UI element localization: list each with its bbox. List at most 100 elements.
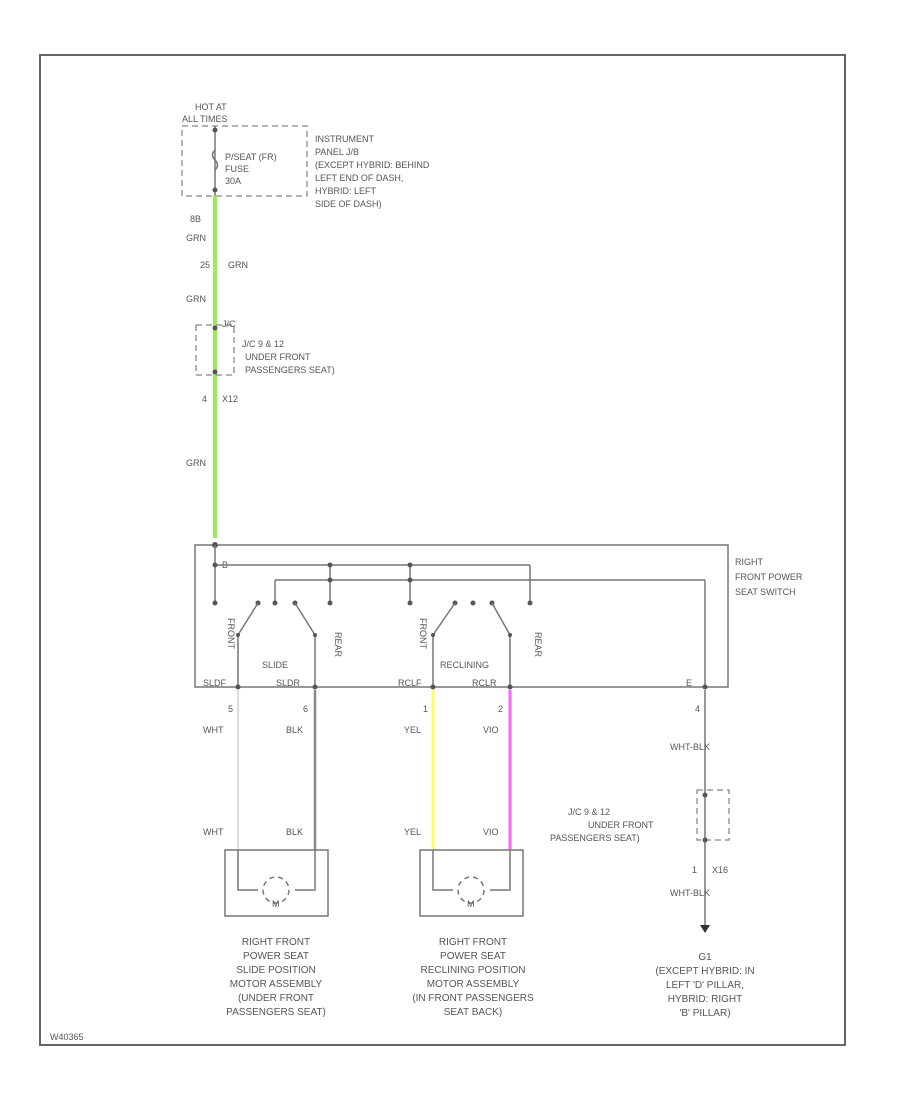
jc-upper-text-1: J/C 9 & 12 — [242, 339, 284, 349]
recline-motor-box — [419, 849, 524, 917]
ground-caption-4: HYBRID: RIGHT — [668, 994, 742, 1005]
bus-node-1 — [212, 562, 218, 568]
slide-arm-pivot-left — [236, 633, 240, 637]
fuse-box-outline — [181, 125, 308, 197]
wire-color-bottom-1: WHT — [203, 827, 224, 837]
terminal-rclf: RCLF — [398, 678, 422, 688]
jc-lower-text-2: UNDER FRONT — [588, 820, 654, 830]
switch-title-3: SEAT SWITCH — [735, 587, 796, 597]
wire-pin-4: 2 — [498, 704, 503, 714]
jc-upper-pin: J/C — [222, 319, 236, 329]
ground-caption-3: LEFT 'D' PILLAR, — [666, 980, 744, 991]
fuse-location-3: (EXCEPT HYBRID: BEHIND — [315, 160, 430, 170]
contact-8 — [470, 600, 476, 606]
switch-title-1: RIGHT — [735, 557, 764, 567]
slide-motor-box — [224, 849, 329, 917]
splice-number: 25 — [200, 260, 210, 270]
recline-arm-right — [491, 602, 511, 636]
slide-motor-circuit — [237, 850, 316, 891]
wire-color-top-4: VIO — [483, 725, 499, 735]
wire-color-bottom-3: YEL — [404, 827, 421, 837]
fuse-location-6: SIDE OF DASH) — [315, 199, 382, 209]
recline-switch-link — [432, 635, 511, 685]
fuse-element-icon — [211, 149, 219, 171]
bus-node-5 — [327, 577, 333, 583]
fuse-location-2: PANEL J/B — [315, 147, 359, 157]
recline-arm-left — [432, 602, 456, 636]
recline-motor-icon — [457, 876, 485, 904]
terminal-sldf: SLDF — [203, 678, 227, 688]
footer-id: W40365 — [50, 1032, 84, 1042]
seat-switch-box — [194, 544, 729, 688]
recline-arm-pivot-left — [431, 633, 435, 637]
slide-arm-left — [237, 602, 259, 636]
diagram-frame — [39, 54, 846, 1046]
jc-upper-text-3: PASSENGERS SEAT) — [245, 365, 335, 375]
slide-caption-6: PASSENGERS SEAT) — [226, 1007, 326, 1018]
lower-connector-id: X12 — [222, 394, 238, 404]
fuse-text-1: P/SEAT (FR) — [225, 152, 277, 162]
recline-motor-circuit — [432, 850, 511, 891]
recline-rear-label: REAR — [533, 632, 543, 658]
fuse-location-5: HYBRID: LEFT — [315, 186, 377, 196]
wire-color-top-3: YEL — [404, 725, 421, 735]
jc-lower-node-top — [702, 792, 708, 798]
jc-upper-outline — [195, 324, 235, 376]
contact-1 — [212, 600, 218, 606]
lower-connector-pin: 4 — [202, 394, 207, 404]
slide-caption-2: POWER SEAT — [243, 951, 309, 962]
bus-node-3 — [407, 562, 413, 568]
ground-color-top: WHT-BLK — [670, 742, 710, 752]
fuse-location-1: INSTRUMENT — [315, 134, 374, 144]
recline-caption-4: MOTOR ASSEMBLY — [427, 979, 520, 990]
terminal-8b: 8B — [190, 214, 201, 224]
wire-pin-1: 5 — [228, 704, 233, 714]
jc-lower-outline — [696, 789, 730, 841]
ground-symbol-icon — [700, 925, 710, 933]
hot-label-line-2: ALL TIMES — [182, 114, 228, 124]
wire-pin-3: 1 — [423, 704, 428, 714]
recline-motor-symbol: M — [467, 899, 475, 909]
bus-node-4 — [407, 577, 413, 583]
slide-caption-5: (UNDER FRONT — [238, 993, 314, 1004]
slide-front-label: FRONT — [226, 618, 236, 649]
terminal-sldr: SLDR — [276, 678, 301, 688]
recline-caption-1: RIGHT FRONT — [439, 937, 507, 948]
terminal-node-rclr — [507, 684, 513, 690]
wire-pin-2: 6 — [303, 704, 308, 714]
wire-color-bottom-2: BLK — [286, 827, 303, 837]
slide-label: SLIDE — [262, 660, 288, 670]
fuse-top-node — [212, 127, 218, 133]
jc-upper-text-2: UNDER FRONT — [245, 352, 311, 362]
recline-caption-5: (IN FRONT PASSENGERS — [412, 993, 534, 1004]
slide-arm-pivot-right — [313, 633, 317, 637]
wire-color-grn-2: GRN — [186, 294, 206, 304]
slide-caption-3: SLIDE POSITION — [236, 965, 315, 976]
recline-caption-3: RECLINING POSITION — [420, 965, 525, 976]
jc-lower-node-bottom — [702, 837, 708, 843]
slide-arm-right — [294, 602, 316, 636]
switch-title-2: FRONT POWER — [735, 572, 803, 582]
ground-caption-5: 'B' PILLAR) — [679, 1008, 730, 1019]
ground-caption-2: (EXCEPT HYBRID: IN — [655, 966, 754, 977]
contact-5 — [327, 600, 333, 606]
slide-motor-symbol: M — [272, 899, 280, 909]
terminal-node-e — [702, 684, 708, 690]
terminal-node-sldf — [235, 684, 241, 690]
hot-label-line-1: HOT AT — [195, 102, 227, 112]
recline-caption-6: SEAT BACK) — [444, 1007, 503, 1018]
fuse-bottom-node — [212, 187, 218, 193]
recline-arm-pivot-right — [508, 633, 512, 637]
wire-color-top-2: BLK — [286, 725, 303, 735]
recline-caption-2: POWER SEAT — [440, 951, 506, 962]
ground-lower-id: X16 — [712, 865, 728, 875]
fuse-location-4: LEFT END OF DASH, — [315, 173, 403, 183]
wire-color-bottom-4: VIO — [483, 827, 499, 837]
jc-upper-node-bottom — [212, 369, 218, 375]
slide-caption-4: MOTOR ASSEMBLY — [230, 979, 323, 990]
terminal-rclr: RCLR — [472, 678, 497, 688]
fuse-text-3: 30A — [225, 176, 241, 186]
recline-label: RECLINING — [440, 660, 489, 670]
terminal-node-sldr — [312, 684, 318, 690]
